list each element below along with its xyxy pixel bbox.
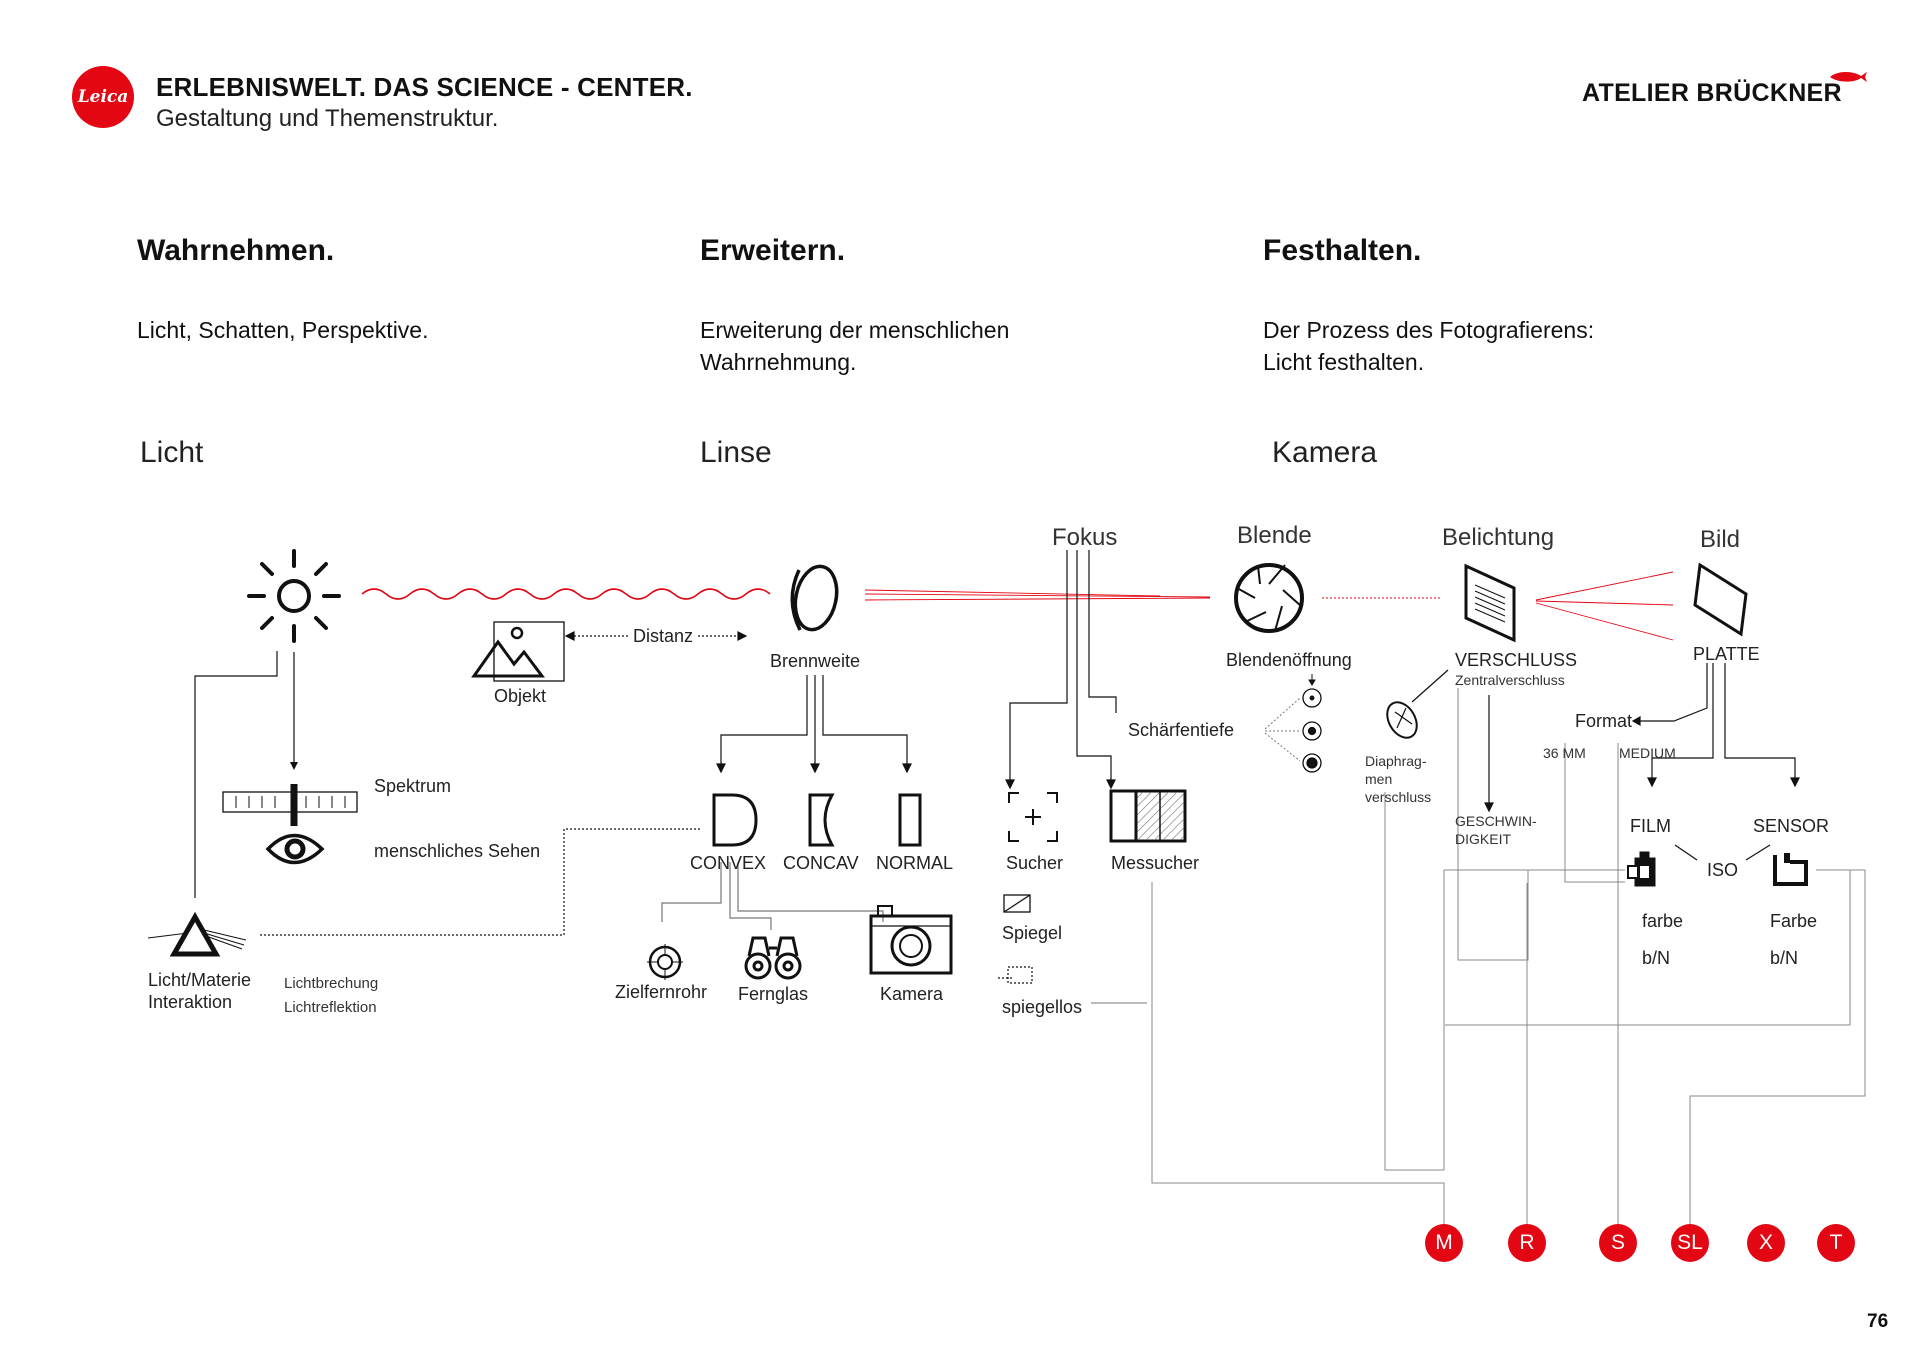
leica-logo-text: Leica (77, 87, 129, 107)
col-heading-wahrnehmen: Wahrnehmen. (137, 234, 335, 267)
label-spiegel: Spiegel (1002, 923, 1063, 943)
aperture-small-icon (1302, 688, 1322, 773)
label-lichtreflektion: Lichtreflektion (284, 999, 377, 1016)
page-number: 76 (1867, 1311, 1889, 1332)
label-format-medium: MEDIUM (1619, 745, 1676, 761)
label-diaphragma-1: Diaphrag- (1365, 753, 1427, 769)
label-sensor-farbe: Farbe (1770, 911, 1818, 931)
label-format: Format (1575, 711, 1633, 731)
binoculars-icon (744, 936, 802, 980)
picture-icon (471, 621, 565, 682)
stage-blende: Blende (1237, 522, 1312, 549)
aperture-icon (1234, 563, 1304, 633)
label-sensor-bn: b/N (1770, 948, 1799, 968)
label-interaktion-1: Licht/Materie (148, 970, 252, 990)
label-format-36mm: 36 MM (1543, 745, 1586, 761)
label-sucher: Sucher (1006, 853, 1064, 873)
flat-lens-icon (898, 793, 922, 847)
label-objekt: Objekt (494, 686, 547, 706)
model-badge-s[interactable]: S (1599, 1224, 1637, 1262)
label-diaphragma-2: men (1365, 771, 1393, 787)
theme-linse: Linse (700, 436, 772, 469)
label-verschluss: VERSCHLUSS (1455, 650, 1578, 670)
model-badge-x[interactable]: X (1747, 1224, 1785, 1262)
viewfinder-icon (1008, 792, 1058, 842)
label-spiegellos: spiegellos (1002, 997, 1083, 1017)
label-zielfernrohr: Zielfernrohr (615, 982, 708, 1002)
convex-lens-icon (712, 793, 758, 847)
label-geschwindigkeit-1: GESCHWIN- (1455, 813, 1537, 829)
label-fernglas: Fernglas (738, 984, 809, 1004)
camera-icon (869, 905, 953, 975)
fish-icon (1830, 72, 1867, 82)
sun-icon (247, 549, 341, 643)
plate-icon (1693, 562, 1748, 637)
leica-logo: Leica (72, 66, 134, 128)
label-zentralverschluss: Zentralverschluss (1455, 672, 1565, 688)
model-badge-r[interactable]: R (1508, 1224, 1546, 1262)
label-film: FILM (1630, 816, 1672, 836)
light-rays (864, 571, 1674, 641)
brand-name: ATELIER BRÜCKNER (1582, 79, 1842, 107)
label-concav: CONCAV (783, 853, 859, 873)
light-wave (361, 588, 771, 600)
label-geschwindigkeit-2: DIGKEIT (1455, 831, 1512, 847)
header-title: ERLEBNISWELT. DAS SCIENCE - CENTER. (156, 72, 693, 102)
film-canister-icon (1627, 851, 1656, 887)
crosshair-icon (647, 944, 683, 980)
label-film-bn: b/N (1642, 948, 1671, 968)
stage-bild: Bild (1700, 526, 1741, 553)
model-badge-m[interactable]: M (1425, 1224, 1463, 1262)
theme-kamera: Kamera (1272, 436, 1378, 469)
label-lichtbrechung: Lichtbrechung (284, 975, 379, 992)
label-spektrum: Spektrum (374, 776, 452, 796)
label-brennweite: Brennweite (770, 651, 861, 671)
shutter-icon (1464, 563, 1516, 643)
label-kamera: Kamera (880, 984, 944, 1004)
model-badge-t[interactable]: T (1817, 1224, 1855, 1262)
model-connectors (1151, 688, 1866, 1226)
prism-icon (147, 911, 247, 957)
lens-icon (790, 564, 839, 632)
label-menschliches-sehen: menschliches Sehen (374, 841, 541, 861)
label-interaktion-2: Interaktion (148, 992, 233, 1012)
model-badge-sl[interactable]: SL (1671, 1224, 1709, 1262)
label-film-farbe: farbe (1642, 911, 1684, 931)
col-heading-festhalten: Festhalten. (1263, 234, 1422, 267)
diaphragm-icon (1386, 701, 1418, 739)
col-desc-wahrnehmen: Licht, Schatten, Perspektive. (137, 317, 429, 343)
label-messucher: Messucher (1111, 853, 1200, 873)
label-diaphragma-3: verschluss (1365, 789, 1432, 805)
col-heading-erweitern: Erweitern. (700, 234, 846, 267)
label-iso: ISO (1707, 860, 1739, 880)
label-platte: PLATTE (1693, 644, 1760, 664)
stage-fokus: Fokus (1052, 524, 1118, 551)
theme-licht: Licht (140, 436, 204, 469)
eye-icon (265, 833, 325, 865)
header-subtitle: Gestaltung und Themenstruktur. (156, 105, 499, 132)
col-desc-erweitern: Erweiterung der menschlichen Wahrnehmung… (700, 317, 1010, 375)
mirror-icon (1003, 894, 1031, 913)
spectrum-icon (222, 784, 358, 826)
sensor-icon (1773, 853, 1808, 886)
label-blendenoeffnung: Blendenöffnung (1226, 650, 1352, 670)
concave-lens-icon (808, 793, 835, 847)
stage-belichtung: Belichtung (1442, 524, 1555, 551)
label-schaerfentiefe: Schärfentiefe (1128, 720, 1235, 740)
col-desc-festhalten: Der Prozess des Fotografierens: Licht fe… (1263, 317, 1595, 375)
mirrorless-icon (998, 966, 1033, 984)
label-sensor: SENSOR (1753, 816, 1830, 836)
label-normal: NORMAL (876, 853, 954, 873)
label-distanz: Distanz (630, 626, 697, 647)
label-convex: CONVEX (690, 853, 767, 873)
rangefinder-icon (1109, 789, 1187, 843)
